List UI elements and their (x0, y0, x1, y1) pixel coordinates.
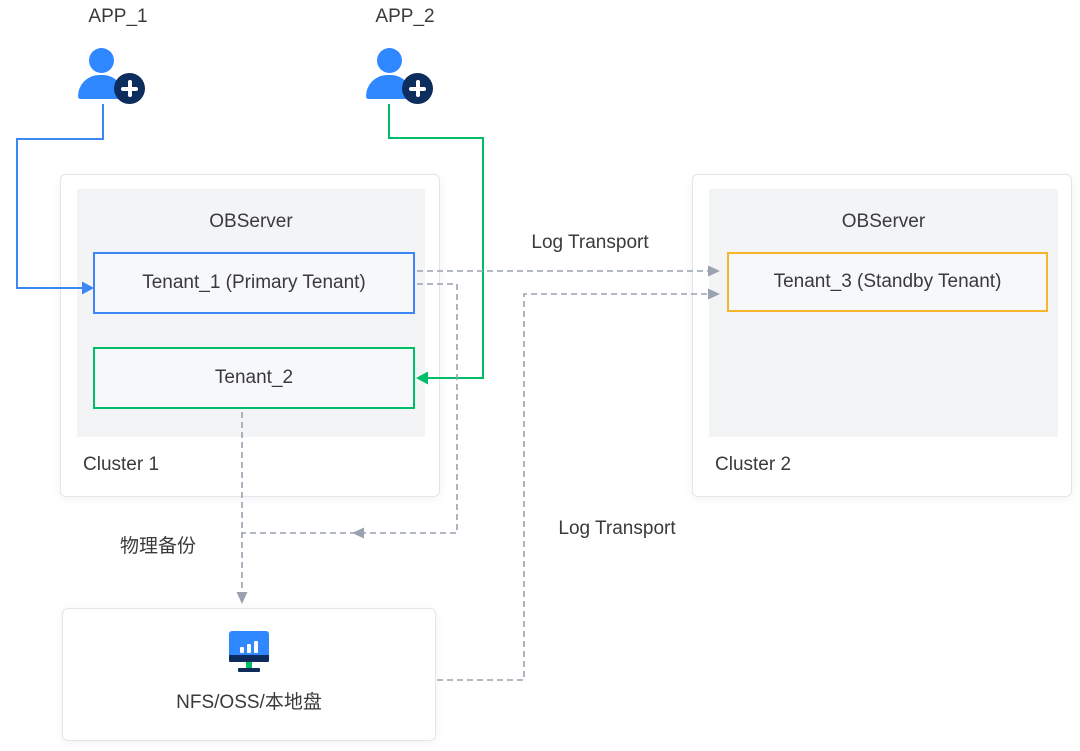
plus-badge-icon (114, 73, 145, 104)
tenant2-label: Tenant_2 (214, 367, 294, 388)
monitor-chart-icon (229, 631, 269, 673)
tenant1-to-tenant3-dashed-arrow (417, 265, 720, 277)
tenant3-standby-box: Tenant_3 (Standby Tenant) (727, 252, 1048, 312)
monitor-base-icon (238, 668, 260, 672)
tenant1-primary-box: Tenant_1 (Primary Tenant) (93, 252, 415, 314)
cluster1-label: Cluster 1 (83, 454, 160, 475)
monitor-stand-icon (246, 662, 252, 668)
storage-box: NFS/OSS/本地盘 (62, 608, 436, 741)
tenant3-label: Tenant_3 (Standby Tenant) (773, 271, 1002, 292)
cluster1-observer-title: OBServer (209, 211, 293, 232)
cluster2-observer-title: OBServer (841, 211, 926, 232)
log-transport-bottom-label: Log Transport (558, 518, 676, 539)
tenant2-box: Tenant_2 (93, 347, 415, 409)
chart-bar-icon (240, 647, 244, 653)
cluster2-label: Cluster 2 (715, 454, 792, 475)
storage-label: NFS/OSS/本地盘 (176, 692, 322, 713)
cluster-1-box: OBServer Tenant_1 (Primary Tenant) Tenan… (60, 174, 440, 497)
chart-bar-icon (247, 644, 251, 653)
cluster2-observer-box: OBServer Tenant_3 (Standby Tenant) (709, 189, 1058, 437)
user-head-icon (377, 48, 402, 73)
log-transport-top-label: Log Transport (531, 232, 649, 253)
chart-bar-icon (254, 641, 258, 653)
storage-to-tenant3-dashed-arrow (437, 288, 720, 681)
user-head-icon (89, 48, 114, 73)
cluster-2-box: OBServer Tenant_3 (Standby Tenant) Clust… (692, 174, 1072, 497)
user-plus-icon (76, 46, 150, 108)
physical-backup-label: 物理备份 (119, 536, 196, 557)
plus-badge-icon (402, 73, 433, 104)
cluster1-observer-box: OBServer Tenant_1 (Primary Tenant) Tenan… (77, 189, 425, 437)
app1-label: APP_1 (88, 6, 148, 27)
tenant1-label: Tenant_1 (Primary Tenant) (142, 272, 366, 293)
monitor-bezel-icon (229, 655, 269, 662)
app2-label: APP_2 (375, 6, 435, 27)
user-plus-icon (364, 46, 438, 108)
